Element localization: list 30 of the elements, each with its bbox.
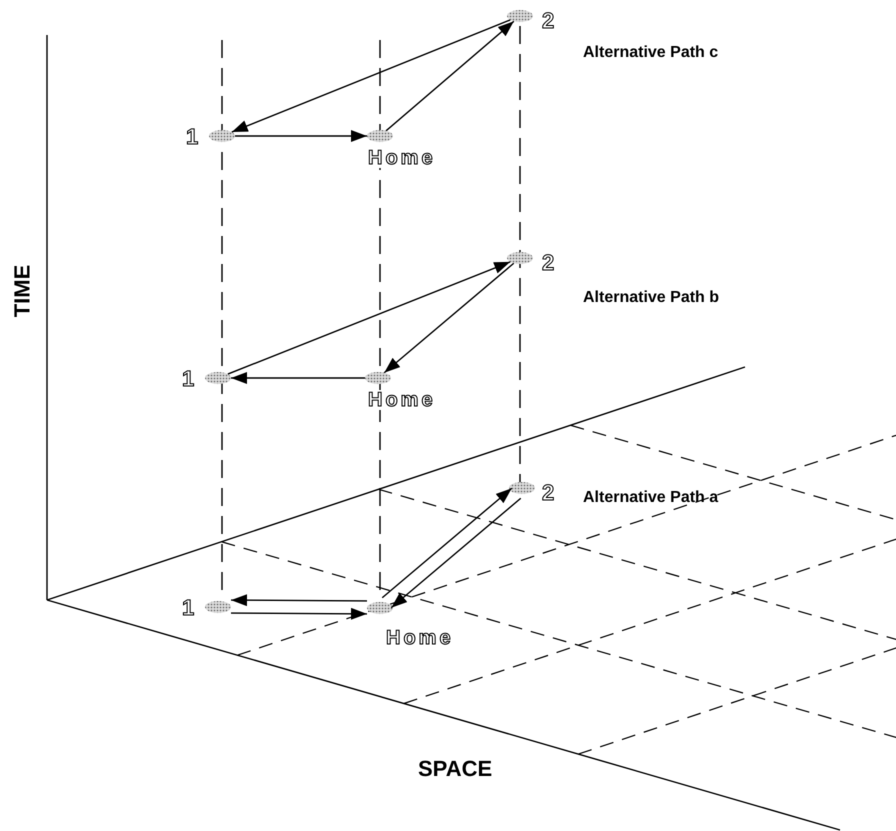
arrow	[382, 488, 512, 598]
path-label: Alternative Path c	[583, 45, 718, 61]
path-label: Alternative Path a	[583, 490, 718, 506]
location-label: 2	[542, 482, 556, 504]
arrow	[235, 130, 367, 142]
arrow	[228, 261, 510, 375]
location-label: 2	[542, 10, 556, 32]
location-label: 2	[542, 252, 556, 274]
arrow	[231, 372, 365, 384]
location-dot	[204, 371, 232, 385]
arrow	[386, 20, 514, 132]
location-dot	[204, 600, 232, 614]
arrow	[384, 262, 514, 374]
location-label: 1	[182, 597, 196, 619]
location-dot	[364, 371, 392, 385]
axis-label: SPACE	[418, 758, 492, 780]
arrow	[390, 498, 522, 608]
location-label: 1	[186, 126, 200, 148]
location-label: 1	[182, 368, 196, 390]
location-dot	[366, 601, 394, 615]
arrow	[231, 608, 367, 620]
location-dot	[506, 251, 534, 265]
location-dot	[506, 9, 534, 23]
path-label: Alternative Path b	[583, 290, 720, 306]
arrow	[232, 19, 510, 133]
axis-label: TIME	[11, 264, 34, 318]
location-dot	[508, 481, 536, 495]
location-dot	[208, 129, 236, 143]
arrow	[231, 594, 367, 606]
location-dot	[366, 129, 394, 143]
